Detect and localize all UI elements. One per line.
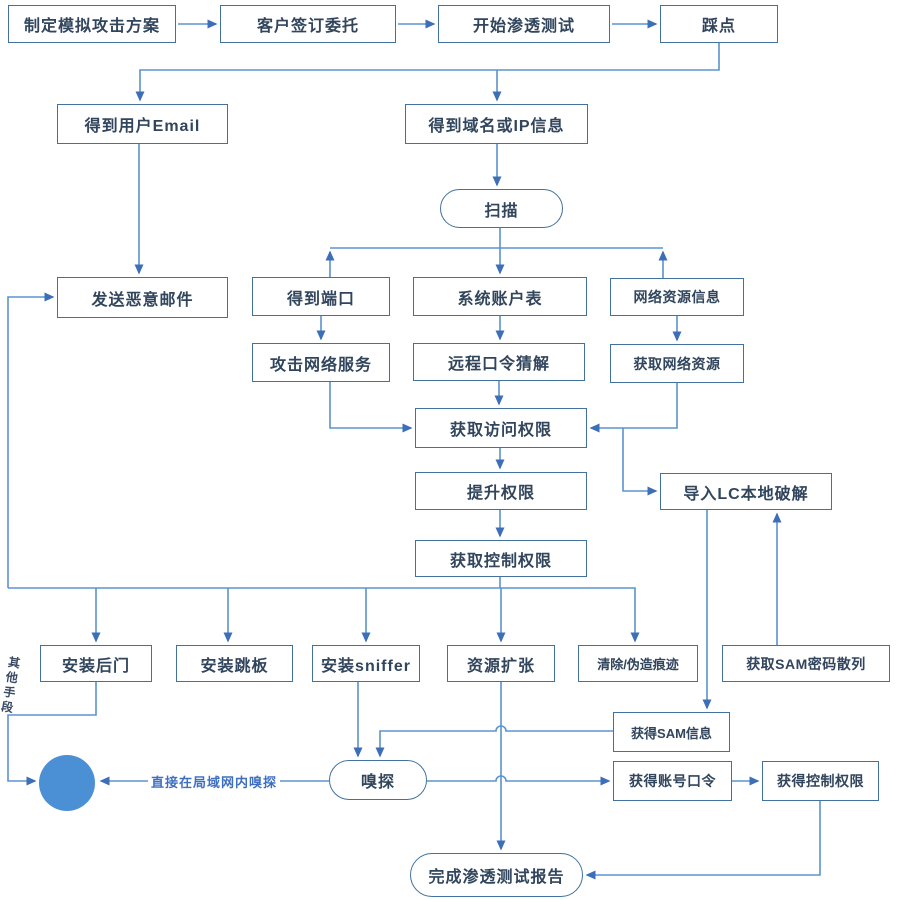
node-remote-pw-guess: 远程口令猜解 <box>413 343 585 381</box>
node-final-report: 完成渗透测试报告 <box>410 853 583 897</box>
edge-backdoor-to-circle <box>7 682 97 786</box>
node-start-test: 开始渗透测试 <box>438 5 610 43</box>
edge-gaincontrol-to-report <box>585 801 821 880</box>
node-elevate-priv: 提升权限 <box>415 472 587 510</box>
edge-footprint-to-email <box>135 43 720 102</box>
edge-branch-to-lc <box>622 428 658 496</box>
node-install-backdoor: 安装后门 <box>40 645 152 682</box>
node-net-res-info: 网络资源信息 <box>610 278 744 316</box>
node-scan: 扫描 <box>440 189 563 228</box>
node-gain-control: 获得控制权限 <box>762 761 879 801</box>
node-send-mal-mail: 发送恶意邮件 <box>57 277 228 318</box>
node-get-sam-hash: 获取SAM密码散列 <box>722 645 890 682</box>
node-get-sam-info: 获得SAM信息 <box>613 712 730 752</box>
node-domain-ip: 得到域名或IP信息 <box>405 104 588 144</box>
node-install-sniffer: 安装sniffer <box>312 645 420 682</box>
edge-bus-to-clean <box>8 587 640 643</box>
lan-sniff-label: 直接在局域网内嗅探 <box>148 772 281 791</box>
node-contract: 客户签订委托 <box>220 5 396 43</box>
edge-sniff-to-accountpw <box>427 775 611 786</box>
node-plan: 制定模拟攻击方案 <box>8 5 176 43</box>
node-get-control-priv: 获取控制权限 <box>415 540 587 577</box>
node-clean-traces: 清除/伪造痕迹 <box>578 645 698 682</box>
edge-getres-to-access <box>589 383 678 433</box>
node-sys-accounts: 系统账户表 <box>413 277 587 316</box>
node-get-ports: 得到端口 <box>252 277 390 316</box>
node-lc-local-crack: 导入LC本地破解 <box>660 473 832 510</box>
edge-attack-to-access <box>329 382 413 433</box>
edge-saminfo-to-sniff <box>375 725 613 758</box>
node-get-net-res: 获取网络资源 <box>610 344 744 383</box>
node-get-account-pw: 获得账号口令 <box>613 761 732 801</box>
node-footprint: 踩点 <box>660 5 778 43</box>
node-resource-expand: 资源扩张 <box>447 645 555 682</box>
node-entry-circle <box>39 755 95 811</box>
node-user-email: 得到用户Email <box>57 104 228 144</box>
node-install-springboard: 安装跳板 <box>176 645 293 682</box>
node-get-access: 获取访问权限 <box>415 408 587 448</box>
edge-bus-to-malmail <box>7 292 55 588</box>
node-sniff: 嗅探 <box>329 760 427 800</box>
node-attack-net-svc: 攻击网络服务 <box>252 343 390 382</box>
